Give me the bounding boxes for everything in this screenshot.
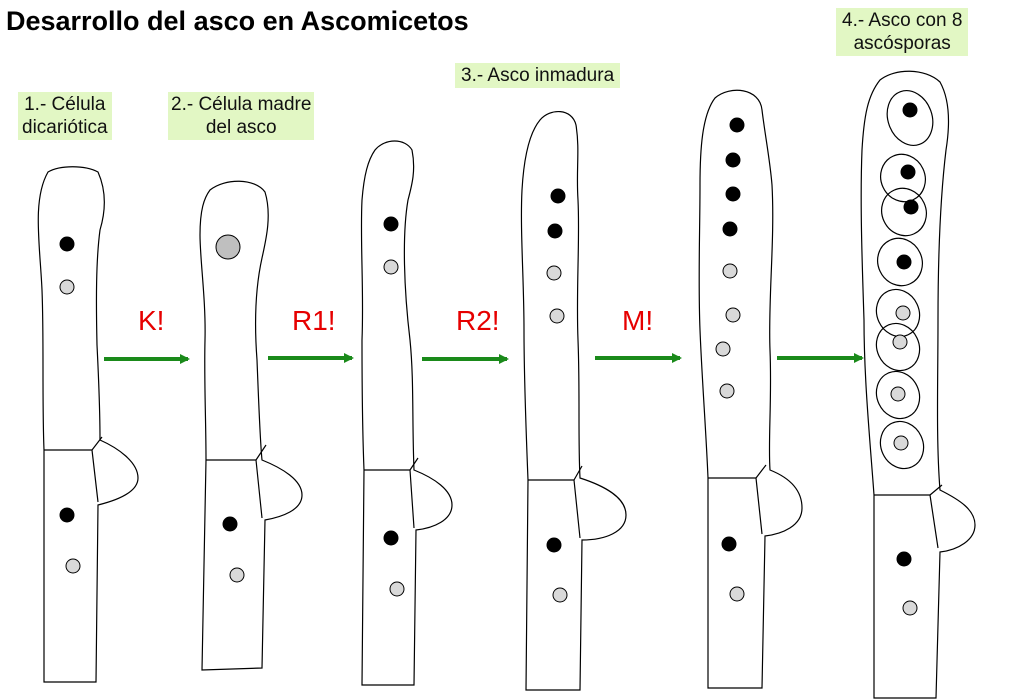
nucleus-dark bbox=[550, 188, 566, 204]
nucleus-light bbox=[902, 600, 918, 616]
cell-4-immature-ascus bbox=[520, 111, 627, 691]
stage-label-2: 2.- Célula madre del asco bbox=[168, 92, 315, 140]
nucleus-light bbox=[546, 265, 562, 281]
nucleus-light bbox=[59, 279, 75, 295]
nucleus-dark bbox=[383, 530, 399, 546]
nucleus-dark bbox=[722, 221, 738, 237]
cell-5-ascus-eight-nuclei bbox=[698, 89, 803, 689]
cell-2-crozier-wall bbox=[255, 444, 267, 519]
cell-3-crozier-wall bbox=[409, 457, 419, 529]
nucleus-light bbox=[389, 581, 405, 597]
nuclei bbox=[59, 102, 919, 616]
step-label-r2: R2! bbox=[456, 305, 500, 336]
cell-6-mature-ascus bbox=[860, 70, 976, 699]
step-label-r1: R1! bbox=[292, 305, 336, 336]
nucleus-light bbox=[229, 567, 245, 583]
nucleus-dark bbox=[546, 537, 562, 553]
cell-5-outline bbox=[698, 89, 803, 689]
nucleus-light bbox=[722, 263, 738, 279]
nucleus-light bbox=[890, 386, 906, 402]
cell-6-outline bbox=[860, 70, 976, 699]
cell-3-young-ascus bbox=[360, 140, 453, 686]
nucleus-light bbox=[549, 308, 565, 324]
ascospore-wall bbox=[875, 370, 921, 420]
nucleus-light bbox=[729, 586, 745, 602]
stage-label-4: 4.- Asco con 8 ascósporas bbox=[836, 8, 969, 56]
nucleus-dark bbox=[59, 236, 75, 252]
nucleus-dark bbox=[896, 254, 912, 270]
nucleus-light bbox=[383, 259, 399, 275]
ascospore-wall bbox=[875, 322, 921, 372]
nucleus-light bbox=[719, 383, 735, 399]
ascospore-wall bbox=[881, 187, 927, 237]
nucleus-dark bbox=[721, 536, 737, 552]
stage-label-1: 1.- Célula dicariótica bbox=[18, 92, 112, 140]
cell-3-outline bbox=[360, 140, 453, 686]
nucleus-light bbox=[715, 341, 731, 357]
cell-2-ascus-mother-cell bbox=[199, 180, 303, 671]
step-label-m: M! bbox=[622, 305, 654, 336]
cell-4-crozier-wall bbox=[573, 465, 583, 539]
cell-1-crozier-wall bbox=[91, 436, 103, 503]
nucleus-dark bbox=[903, 199, 919, 215]
nucleus-light bbox=[893, 435, 909, 451]
cell-6-crozier-wall bbox=[929, 484, 943, 549]
cell-2-outline bbox=[199, 180, 303, 671]
nucleus-light bbox=[725, 307, 741, 323]
nucleus-dark bbox=[900, 164, 916, 180]
nucleus-dark bbox=[725, 152, 741, 168]
ascospore-wall bbox=[886, 90, 934, 146]
cell-5-crozier-wall bbox=[755, 464, 767, 535]
nucleus-light bbox=[65, 558, 81, 574]
nucleus-dark bbox=[896, 551, 912, 567]
nucleus-light bbox=[892, 334, 908, 350]
ascospore-wall bbox=[875, 288, 921, 338]
nucleus-dark bbox=[222, 516, 238, 532]
nucleus-dark bbox=[383, 216, 399, 232]
nucleus-dark bbox=[547, 223, 563, 239]
nucleus-light bbox=[552, 587, 568, 603]
nucleus-dark bbox=[59, 507, 75, 523]
step-label-k: K! bbox=[138, 305, 165, 336]
stage-label-3: 3.- Asco inmadura bbox=[455, 63, 621, 88]
nucleus-dark bbox=[902, 102, 918, 118]
nucleus-dark bbox=[729, 117, 745, 133]
ascospore-wall bbox=[877, 237, 923, 287]
nucleus-dark bbox=[725, 186, 741, 202]
ascospore-wall bbox=[880, 153, 926, 203]
nucleus-light bbox=[895, 305, 911, 321]
diagram-title: Desarrollo del asco en Ascomicetos bbox=[6, 6, 469, 36]
cell-4-outline bbox=[520, 111, 627, 691]
ascospore-wall bbox=[879, 420, 925, 470]
cell-1-outline bbox=[37, 166, 139, 683]
cell-1-dikaryotic bbox=[37, 166, 139, 683]
arrows bbox=[104, 353, 864, 364]
nucleus-fused bbox=[215, 234, 241, 260]
